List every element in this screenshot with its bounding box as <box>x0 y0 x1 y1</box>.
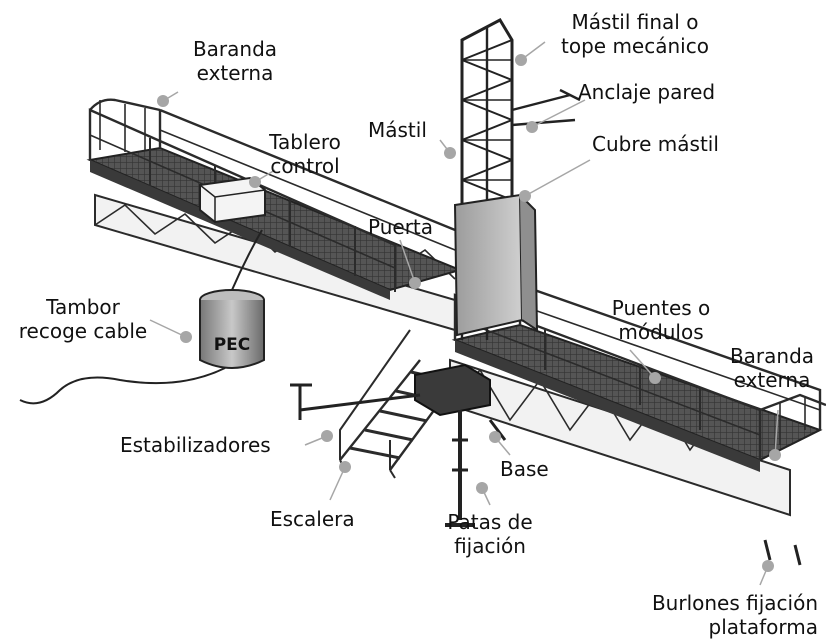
label-line: Baranda <box>729 344 815 368</box>
label-line: control <box>270 154 340 178</box>
label-mastil-final: Mástil final o tope mecánico <box>540 10 730 58</box>
label-puerta: Puerta <box>368 215 433 239</box>
label-line: Burlones fijación <box>651 591 818 615</box>
label-line: externa <box>196 61 274 85</box>
label-base: Base <box>500 457 549 481</box>
label-line: Anclaje pared <box>578 80 716 104</box>
label-line: módulos <box>618 320 704 344</box>
stairs <box>339 329 461 479</box>
label-line: Baranda <box>192 37 278 61</box>
label-cubre-mastil: Cubre mástil <box>592 132 719 156</box>
label-line: Estabilizadores <box>120 433 271 457</box>
control-panel <box>199 176 266 224</box>
label-line: Puerta <box>368 215 434 239</box>
label-line: Cubre mástil <box>592 132 719 156</box>
label-baranda-externa-left: Baranda externa <box>180 37 290 85</box>
label-line: Escalera <box>270 507 355 531</box>
label-line: Patas de <box>447 510 533 534</box>
label-line: Puentes o <box>611 296 711 320</box>
mast <box>453 18 581 340</box>
drum-marking: PEC <box>214 335 251 355</box>
right-platform <box>449 283 826 566</box>
cable-drum: PEC <box>19 229 265 405</box>
label-patas-fijacion: Patas de fijación <box>440 510 540 558</box>
left-platform <box>86 98 464 332</box>
label-line: Mástil <box>368 118 427 142</box>
label-line: Base <box>500 457 549 481</box>
label-escalera: Escalera <box>270 507 355 531</box>
label-line: Tablero <box>269 130 341 154</box>
leader-lines <box>149 41 779 586</box>
label-tambor-recoge-cable: Tambor recoge cable <box>8 295 158 343</box>
label-line: recoge cable <box>18 319 148 343</box>
label-line: plataforma <box>708 615 819 639</box>
label-line: tope mecánico <box>561 34 709 58</box>
label-line: fijación <box>454 534 526 558</box>
label-burlones-fijacion: Burlones fijación plataforma <box>596 591 818 639</box>
base <box>290 363 507 527</box>
label-tablero-control: Tablero control <box>255 130 355 178</box>
label-baranda-externa-right: Baranda externa <box>722 344 822 392</box>
label-line: externa <box>733 368 811 392</box>
label-line: Tambor <box>46 295 120 319</box>
label-anclaje-pared: Anclaje pared <box>578 80 715 104</box>
label-mastil: Mástil <box>368 118 427 142</box>
label-estabilizadores: Estabilizadores <box>120 433 271 457</box>
label-line: Mástil final o <box>571 10 699 34</box>
label-puentes-modulos: Puentes o módulos <box>606 296 716 344</box>
